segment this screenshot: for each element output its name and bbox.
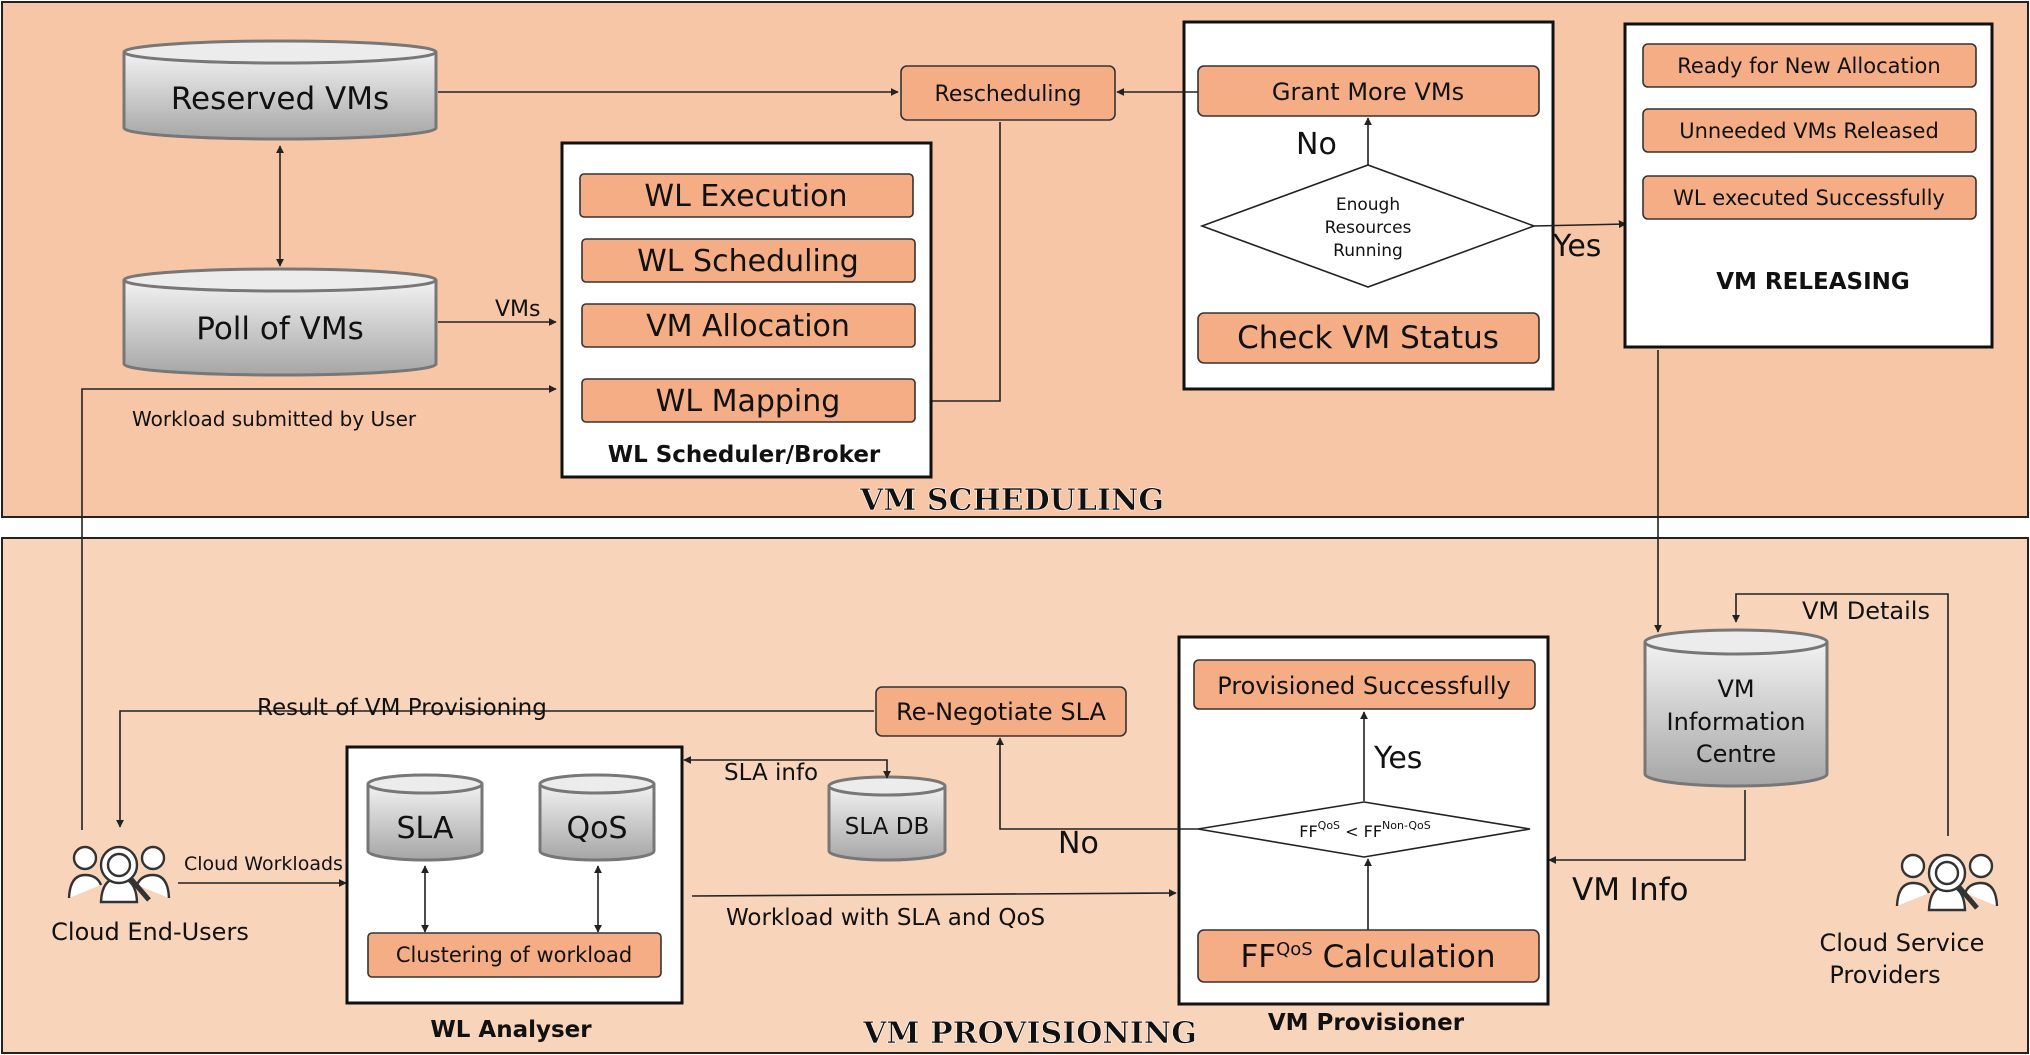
qos-database: QoS xyxy=(538,773,656,862)
decision-yes-arrow xyxy=(1533,220,1627,229)
provisioning-panel-title: VM PROVISIONING xyxy=(862,1016,1197,1051)
svg-text:Centre: Centre xyxy=(1696,740,1776,768)
renegotiate-sla-box: Re-Negotiate SLA xyxy=(875,686,1127,737)
service-providers-line-1: Cloud Service xyxy=(1820,929,1985,957)
wl-executed-successfully-box: WL executed Successfully xyxy=(1642,175,1977,220)
svg-text:Clustering of workload: Clustering of workload xyxy=(396,943,632,967)
scheduling-panel-title: VM SCHEDULING xyxy=(859,483,1164,518)
rescheduling-to-mapping-arrow xyxy=(915,122,1001,405)
decision-line-2: Resources xyxy=(1325,218,1412,238)
workload-to-provisioner-arrow xyxy=(691,889,1177,898)
condition-no-arrow xyxy=(996,737,1198,830)
vm-allocation-box: VM Allocation xyxy=(581,303,916,348)
condition-no-label: No xyxy=(1058,826,1099,861)
unneeded-vms-released-box: Unneeded VMs Released xyxy=(1642,108,1977,153)
vms-label: VMs xyxy=(495,297,541,322)
service-providers-line-2: Providers xyxy=(1829,961,1940,989)
vm-information-centre-database: VM Information Centre xyxy=(1643,628,1829,788)
sla-db-database: SLA DB xyxy=(827,775,947,862)
ff-comparison-label: FFQoS < FFNon-QoS xyxy=(1299,819,1430,841)
service-providers-icon xyxy=(1895,853,1999,912)
pool-of-vms-label: Poll of VMs xyxy=(196,311,363,347)
sla-info-arrow xyxy=(683,756,891,779)
user-workload-line xyxy=(81,385,557,830)
result-of-provisioning-arrow xyxy=(116,710,874,828)
svg-text:Check VM Status: Check VM Status xyxy=(1237,320,1499,356)
sla-database: SLA xyxy=(366,773,484,862)
grant-more-vms-box: Grant More VMs xyxy=(1197,65,1540,117)
workload-submitted-label: Workload submitted by User xyxy=(132,407,417,431)
ff-qos-calculation-box: FFQoS Calculation xyxy=(1197,929,1540,983)
svg-text:Grant More VMs: Grant More VMs xyxy=(1272,78,1464,106)
svg-text:Unneeded VMs Released: Unneeded VMs Released xyxy=(1679,119,1939,143)
svg-text:Re-Negotiate SLA: Re-Negotiate SLA xyxy=(896,698,1106,726)
svg-text:VM: VM xyxy=(1717,675,1754,703)
wl-scheduling-box: WL Scheduling xyxy=(581,238,916,283)
pool-of-vms-database: Poll of VMs xyxy=(122,267,438,377)
svg-text:SLA: SLA xyxy=(397,811,454,846)
vm-details-label: VM Details xyxy=(1802,597,1930,625)
vm-details-arrow xyxy=(1732,593,1949,836)
decision-no-label: No xyxy=(1296,127,1337,162)
workload-sla-qos-label: Workload with SLA and QoS xyxy=(726,905,1045,931)
vm-provisioner-title: VM Provisioner xyxy=(1268,1010,1465,1036)
end-users-label: Cloud End-Users xyxy=(51,918,249,946)
decision-line-1: Enough xyxy=(1336,195,1400,215)
wl-analyser-title: WL Analyser xyxy=(430,1017,592,1043)
svg-text:VM Allocation: VM Allocation xyxy=(646,309,850,344)
clustering-of-workload-box: Clustering of workload xyxy=(367,932,662,978)
svg-text:WL executed Successfully: WL executed Successfully xyxy=(1673,186,1945,210)
svg-text:SLA DB: SLA DB xyxy=(845,814,929,840)
svg-text:WL Mapping: WL Mapping xyxy=(656,384,841,419)
svg-text:QoS: QoS xyxy=(566,811,627,846)
cloud-workloads-label: Cloud Workloads xyxy=(184,853,343,875)
svg-text:FFQoS Calculation: FFQoS Calculation xyxy=(1240,939,1495,975)
wl-scheduler-broker-title: WL Scheduler/Broker xyxy=(608,442,881,468)
decision-yes-label: Yes xyxy=(1552,229,1601,264)
wl-execution-box: WL Execution xyxy=(579,173,914,218)
provisioning-panel xyxy=(1,537,2029,1054)
reserved-vms-label: Reserved VMs xyxy=(171,81,389,117)
reserved-vms-database: Reserved VMs xyxy=(122,39,438,141)
svg-text:WL Scheduling: WL Scheduling xyxy=(637,244,859,279)
vm-info-label: VM Info xyxy=(1572,872,1688,908)
sla-info-label: SLA info xyxy=(724,760,818,786)
svg-text:Ready for New Allocation: Ready for New Allocation xyxy=(1677,54,1940,78)
end-users-icon xyxy=(67,845,171,904)
svg-text:Provisioned Successfully: Provisioned Successfully xyxy=(1217,672,1510,700)
vm-releasing-title: VM RELEASING xyxy=(1716,269,1910,295)
rescheduling-box: Rescheduling xyxy=(900,65,1116,121)
provisioned-successfully-box: Provisioned Successfully xyxy=(1193,659,1536,710)
wl-mapping-box: WL Mapping xyxy=(581,378,916,423)
svg-text:Information: Information xyxy=(1667,708,1806,736)
check-vm-status-box: Check VM Status xyxy=(1197,312,1540,364)
result-of-provisioning-label: Result of VM Provisioning xyxy=(257,695,547,721)
decision-line-3: Running xyxy=(1333,241,1403,261)
condition-yes-label: Yes xyxy=(1373,741,1422,776)
ready-for-allocation-box: Ready for New Allocation xyxy=(1642,43,1977,88)
vm-info-arrow xyxy=(1548,790,1746,864)
svg-text:WL Execution: WL Execution xyxy=(644,179,847,214)
enough-resources-decision xyxy=(1199,164,1537,288)
ff-comparison-decision xyxy=(1197,801,1531,858)
svg-text:Rescheduling: Rescheduling xyxy=(935,82,1082,107)
